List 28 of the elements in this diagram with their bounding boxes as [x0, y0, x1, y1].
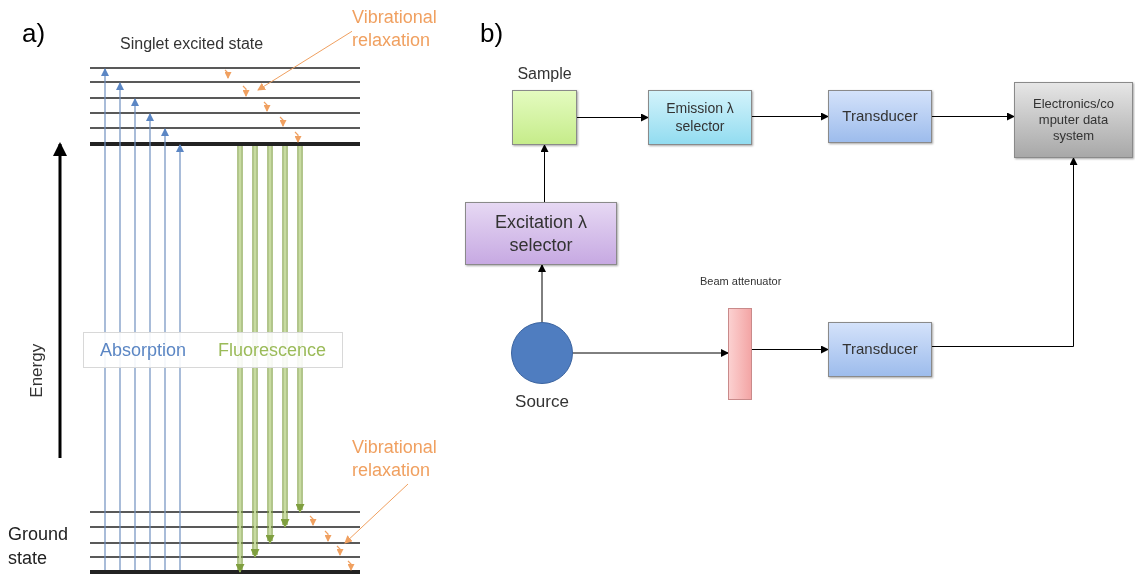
process-box: Emission λ selector	[648, 90, 752, 145]
node-label: Source	[515, 390, 569, 413]
axis-label: Energy	[26, 343, 48, 398]
arrow	[540, 144, 549, 203]
process-box: Excitation λ selector	[465, 202, 617, 265]
node-label: Sample	[517, 64, 572, 84]
process-box: Electronics/co mputer data system	[1014, 82, 1133, 158]
leader-line	[257, 30, 353, 91]
leader-line	[344, 483, 409, 544]
arrow	[538, 264, 546, 323]
panel-label: a)	[22, 17, 46, 50]
annotation-text: Vibrational relaxation	[352, 436, 464, 484]
panel-label: b)	[480, 17, 504, 50]
axis-label: Ground state	[8, 523, 70, 570]
arrow	[931, 112, 1015, 121]
arrow	[576, 113, 649, 122]
process-box: Transducer	[828, 90, 932, 143]
node-label: Beam attenuator	[700, 274, 780, 289]
arrow	[751, 345, 829, 354]
annotation-text: Vibrational relaxation	[352, 6, 464, 52]
process-box: Transducer	[828, 322, 932, 377]
legend-text: Absorption	[99, 338, 187, 362]
legend-text: Fluorescence	[217, 338, 327, 362]
arrow	[931, 157, 1078, 347]
arrow	[751, 112, 829, 121]
arrow	[572, 349, 729, 357]
label-box	[83, 332, 343, 368]
axis-label: Singlet excited state	[120, 34, 264, 54]
